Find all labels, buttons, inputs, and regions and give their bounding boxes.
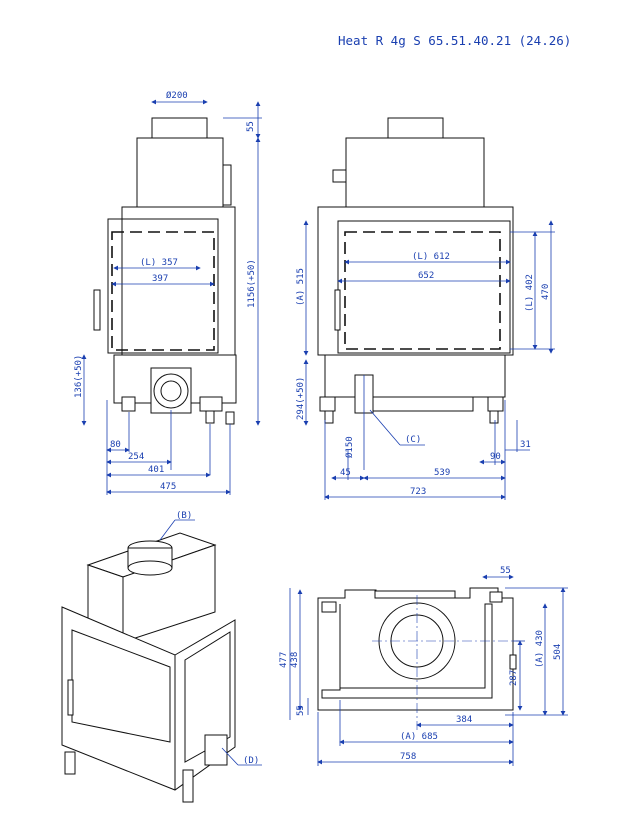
dim-80-label: 80 <box>110 440 121 450</box>
inner-length-label: (L) 612 <box>412 252 450 262</box>
dim-723-label: 723 <box>410 487 426 497</box>
front-view: Ø200 55 1156(+50) (L) 357 397 136(+50) 8… <box>74 90 262 495</box>
base-height-label: 294(+50) <box>296 377 306 420</box>
dim-475-label: 475 <box>160 482 176 492</box>
isometric-view: (B) (D) <box>61 511 262 803</box>
dim-758-label: 758 <box>400 752 416 762</box>
inner-width-label: (L) 357 <box>140 258 178 268</box>
top-dim-55-label: 55 <box>500 566 511 576</box>
dim-287-label: 287 <box>509 670 519 686</box>
label-d: (D) <box>243 756 259 766</box>
label-b: (B) <box>176 511 192 521</box>
dim-685-label: (A) 685 <box>400 732 438 742</box>
drawing-title: Heat R 4g S 65.51.40.21 (24.26) <box>338 33 571 48</box>
top-view: 55 477 438 55 287 (A) 430 504 384 (A) 68… <box>279 566 568 766</box>
opening-height-label: (A) 515 <box>296 268 306 306</box>
glass-height-label: 470 <box>541 284 551 300</box>
dim-31-label: 31 <box>520 440 531 450</box>
label-c: (C) <box>405 435 421 445</box>
dim-401-label: 401 <box>148 465 164 475</box>
side-view: (A) 515 294(+50) (L) 612 652 (L) 402 470… <box>296 117 555 500</box>
dim-430-label: (A) 430 <box>535 630 545 668</box>
dim-384-label: 384 <box>456 715 472 725</box>
dim-504-label: 504 <box>553 644 563 660</box>
glass-width-label: 397 <box>152 274 168 284</box>
dim-438-label: 438 <box>290 652 300 668</box>
dim-45-label: 45 <box>340 468 351 478</box>
dim-254-label: 254 <box>128 452 144 462</box>
inner-height-label: (L) 402 <box>525 274 535 312</box>
left-height-label: 136(+50) <box>74 355 84 398</box>
glass-length-label: 652 <box>418 271 434 281</box>
air-inlet-label: Ø150 <box>344 436 355 458</box>
total-height-label: 1156(+50) <box>247 259 257 308</box>
top-dim-55-left-label: 55 <box>296 705 306 716</box>
dim-477-label: 477 <box>279 652 289 668</box>
top-offset-label: 55 <box>246 121 256 132</box>
dim-539-label: 539 <box>434 468 450 478</box>
flue-diameter-label: Ø200 <box>166 90 188 101</box>
dim-90-label: 90 <box>490 452 501 462</box>
